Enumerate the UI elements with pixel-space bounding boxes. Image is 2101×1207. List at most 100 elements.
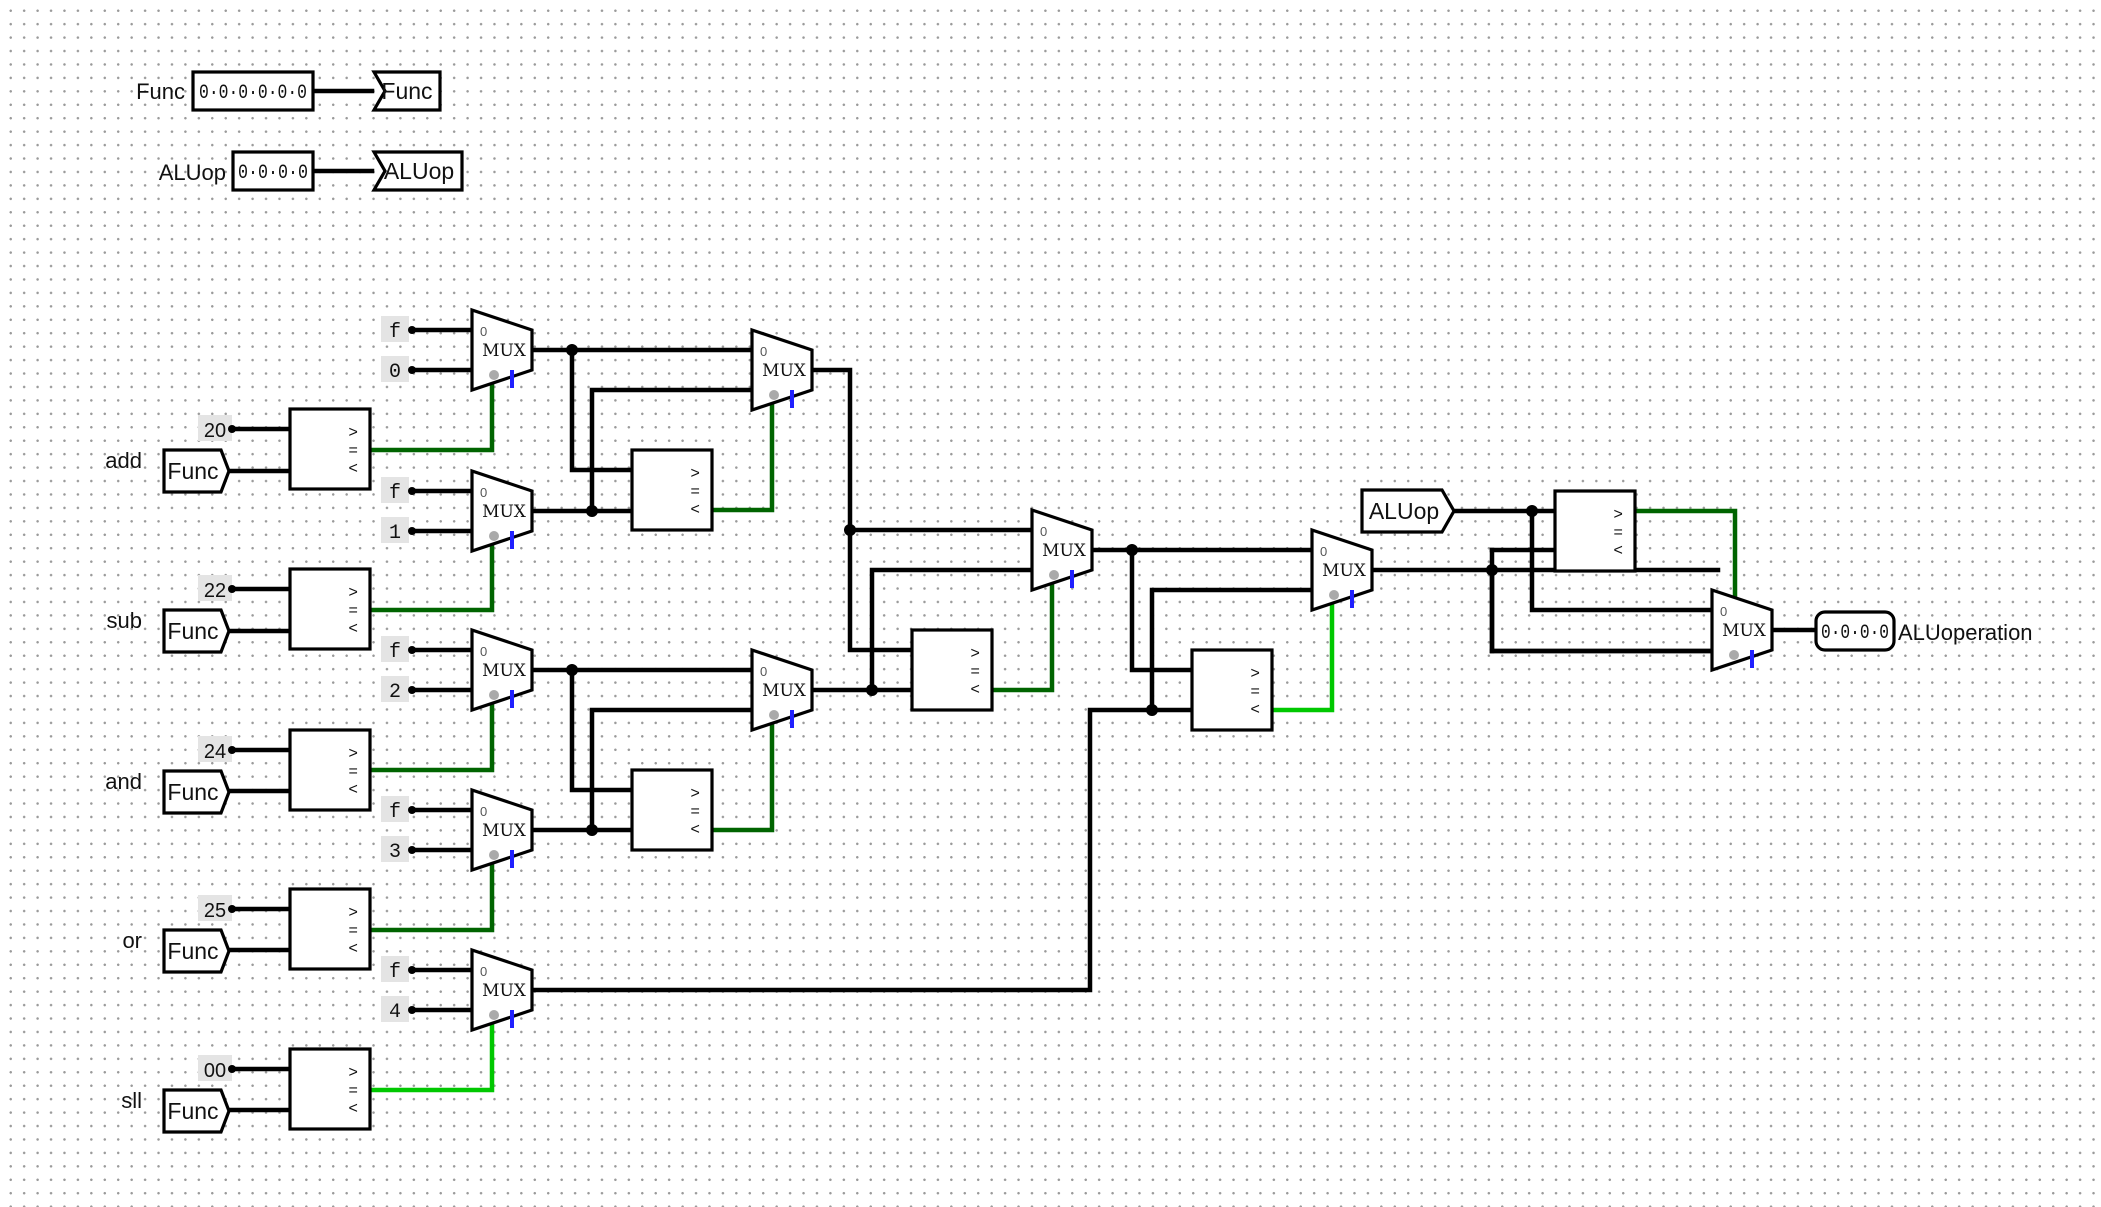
mux-body[interactable] (470, 307, 534, 393)
comparator-body[interactable] (288, 728, 372, 812)
constant-box (198, 736, 232, 762)
mux-body[interactable] (1710, 587, 1774, 673)
stage2-comparator-0: >=< (630, 448, 714, 532)
aluoperation-output-label: ALUoperation (1898, 620, 2033, 645)
stage2-comparator-1: >=< (630, 768, 714, 852)
mux-input-box (381, 796, 409, 822)
mux-input-port (408, 527, 416, 535)
aluoperation-output-pin[interactable] (1814, 610, 1896, 652)
comparator-lt-label: < (348, 1100, 358, 1118)
constant-value: 22 (204, 580, 226, 602)
mux-label: MUX (1722, 621, 1767, 641)
comparator-body[interactable] (288, 887, 372, 971)
aluop-input-pin[interactable] (231, 150, 315, 192)
func-tunnel (162, 769, 231, 815)
constant-port (228, 905, 236, 913)
comparator-body[interactable] (288, 567, 372, 651)
comparator-eq-label: = (1250, 683, 1260, 701)
aluop-tunnel-right-group: ALUop (1360, 488, 1456, 534)
comparator-lt-label: < (690, 821, 700, 839)
decoder-comparator-2: >=< (288, 728, 372, 812)
aluop-input-value: 0·0·0·0 (238, 162, 308, 185)
mux-body[interactable] (470, 627, 534, 713)
mux-input-box (381, 676, 409, 702)
mux-input-value: 3 (389, 841, 401, 864)
func-tunnel-label: Func (167, 618, 218, 644)
func-tunnel (162, 928, 231, 974)
mux-zero-label: 0 (480, 964, 487, 979)
stage4-mux: MUX 0 (1310, 527, 1374, 613)
mux-label: MUX (482, 821, 527, 841)
comparator-eq-label: = (348, 1082, 358, 1100)
comparator-body[interactable] (910, 628, 994, 712)
comparator-body[interactable] (630, 768, 714, 852)
mux-select-port (769, 390, 779, 400)
mux-label: MUX (482, 341, 527, 361)
comparator-lt-label: < (1613, 542, 1623, 560)
constant-box (198, 895, 232, 921)
comparator-body[interactable] (288, 407, 372, 491)
comparator-eq-label: = (348, 442, 358, 460)
comparator-eq-label: = (348, 922, 358, 940)
mux-select-port (489, 370, 499, 380)
comparator-body[interactable] (1190, 648, 1274, 732)
mux-zero-label: 0 (1320, 544, 1327, 559)
comparator-gt-label: > (348, 745, 358, 763)
constant-value: 00 (204, 1060, 226, 1082)
comparator-gt-label: > (690, 465, 700, 483)
mux-select-port (1729, 650, 1739, 660)
comparator-eq-label: = (690, 483, 700, 501)
stage3-comparator: >=< (910, 628, 994, 712)
mux-label: MUX (762, 681, 807, 701)
comparator-gt-label: > (690, 785, 700, 803)
comparator-eq-label: = (348, 763, 358, 781)
comparator-lt-label: < (1250, 701, 1260, 719)
mux-label: MUX (1322, 561, 1367, 581)
mux-input-port (408, 966, 416, 974)
mux-input-value: f (389, 801, 401, 824)
comparator-body[interactable] (288, 1047, 372, 1131)
constant-port (228, 1065, 236, 1073)
func-tunnel (371, 70, 442, 112)
func-tunnel (162, 1088, 231, 1134)
comparator-lt-label: < (348, 460, 358, 478)
func-tunnel (162, 608, 231, 654)
comparator-body[interactable] (1553, 489, 1637, 573)
comparator-gt-label: > (1613, 506, 1623, 524)
comparator-gt-label: > (1250, 665, 1260, 683)
mux-body[interactable] (470, 468, 534, 554)
mux-body[interactable] (470, 787, 534, 873)
final-comparator: >=< (1553, 489, 1637, 573)
mux-input-value: 2 (389, 681, 401, 704)
aluop-tunnel-right (1360, 488, 1456, 534)
func-input-pin[interactable] (191, 70, 315, 112)
mux-body[interactable] (1310, 527, 1374, 613)
mux-body[interactable] (470, 947, 534, 1033)
comparator-body[interactable] (630, 448, 714, 532)
func-tunnel-label: Func (167, 1098, 218, 1124)
constant-box (198, 1055, 232, 1081)
mux-body[interactable] (750, 327, 814, 413)
mux-body[interactable] (1030, 507, 1094, 593)
mux-input-port (408, 1006, 416, 1014)
row-label: and (105, 769, 142, 794)
comparator-eq-label: = (690, 803, 700, 821)
mux-select-port (769, 710, 779, 720)
mux-input-value: f (389, 961, 401, 984)
output-group: 0·0·0·0 ALUoperation (1814, 610, 2033, 652)
decoder-comparator-3: >=< (288, 887, 372, 971)
junctions (566, 344, 1538, 836)
mux-input-port (408, 806, 416, 814)
mux-input-value: f (389, 641, 401, 664)
mux-body[interactable] (750, 647, 814, 733)
mux-zero-label: 0 (760, 344, 767, 359)
